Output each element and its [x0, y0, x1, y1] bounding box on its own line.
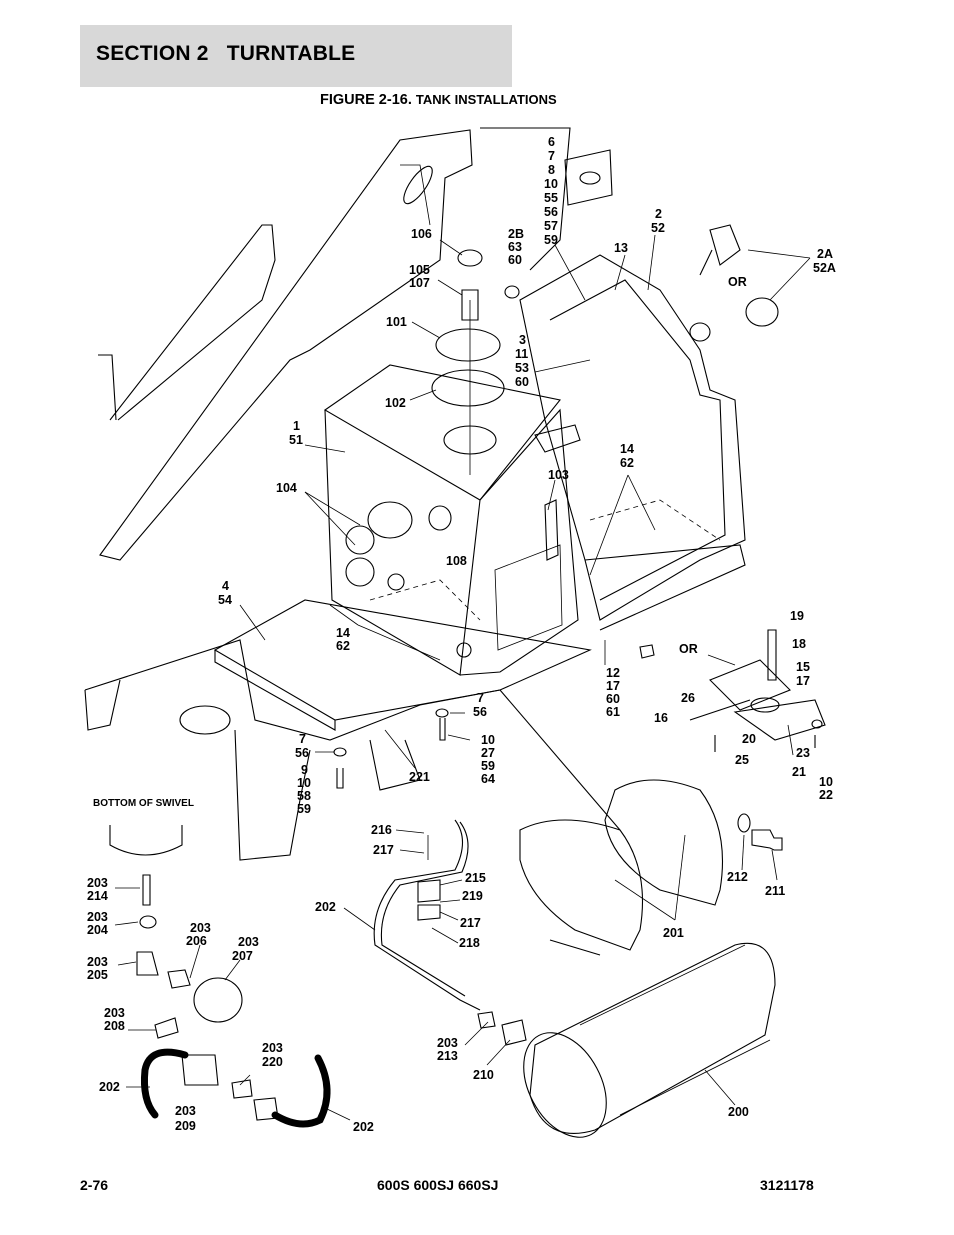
callout-203-220: 203 220	[262, 1041, 286, 1069]
callout-13: 13	[614, 241, 628, 255]
callout-202-hose-right: 202	[353, 1120, 374, 1134]
callout-217-upper: 217	[373, 843, 394, 857]
strap-bolt	[737, 813, 783, 851]
callout-2b-63-60: 2B 63 60	[508, 227, 527, 267]
callout-20: 20	[742, 732, 756, 746]
callout-215: 215	[465, 871, 486, 885]
callout-104: 104	[276, 481, 297, 495]
callout-21: 21	[792, 765, 806, 779]
callout-203-207: 203 207	[232, 935, 262, 963]
callout-18: 18	[792, 637, 806, 651]
callout-203-209: 203 209	[175, 1104, 199, 1133]
callout-101: 101	[386, 315, 407, 329]
hydraulic-tank	[323, 364, 579, 676]
callout-108: 108	[446, 554, 467, 568]
switch-assembly	[639, 629, 826, 752]
callout-106: 106	[411, 227, 432, 241]
callout-labels: 6 7 8 10 55 56 57 59 2 52 2A 52A OR 106 …	[87, 135, 836, 1134]
callout-10-22: 10 22	[819, 775, 836, 802]
callout-19: 19	[790, 609, 804, 623]
callout-12-17-60-61: 12 17 60 61	[606, 666, 623, 719]
callout-103: 103	[548, 468, 569, 482]
callout-7-56-lower: 7 56	[295, 732, 309, 760]
section-title: SECTION 2 TURNTABLE	[96, 42, 356, 65]
figure-caption: TANK INSTALLATIONS	[415, 92, 557, 107]
callout-217-lower: 217	[460, 916, 481, 930]
tank-straps	[519, 779, 724, 956]
callout-203-213: 203 213	[437, 1036, 461, 1063]
callout-201: 201	[663, 926, 684, 940]
callout-14-62-tank: 14 62	[620, 442, 637, 470]
callout-6-59: 6 7 8 10 55 56 57 59	[544, 135, 561, 247]
callout-210: 210	[473, 1068, 494, 1082]
callout-211: 211	[765, 884, 785, 898]
callout-219: 219	[462, 889, 483, 903]
callout-23: 23	[796, 746, 810, 760]
callout-2a-52a: 2A 52A	[813, 247, 836, 275]
callout-216: 216	[371, 823, 392, 837]
callout-203-205: 203 205	[87, 955, 111, 982]
callout-7-56-upper: 7 56	[473, 691, 487, 719]
callout-203-204: 203 204	[87, 910, 111, 937]
callout-1-51: 1 51	[289, 419, 303, 447]
footer-page-number: 2-76	[80, 1177, 109, 1193]
footer-doc-number: 3121178	[760, 1177, 814, 1193]
lp-tank	[523, 942, 776, 1138]
callout-14-62-base: 14 62	[336, 626, 353, 653]
section-header-bar: SECTION 2 TURNTABLE	[80, 25, 512, 87]
callout-4-54: 4 54	[218, 579, 232, 607]
mounting-bracket	[564, 149, 613, 206]
callout-or-switch: OR	[679, 642, 698, 656]
callout-200: 200	[728, 1105, 749, 1119]
callout-10-27-59-64: 10 27 59 64	[481, 733, 498, 786]
callout-15-17: 15 17	[796, 660, 813, 688]
callout-202-tube: 202	[315, 900, 336, 914]
callout-bottom-of-swivel: BOTTOM OF SWIVEL	[93, 798, 194, 809]
footer-models: 600S 600SJ 660SJ	[377, 1177, 499, 1193]
sight-gauge	[534, 424, 581, 561]
figure-title: FIGURE 2-16. TANK INSTALLATIONS	[320, 92, 557, 108]
callout-or-cap: OR	[728, 275, 747, 289]
turntable-base	[84, 599, 621, 861]
swivel-fittings	[109, 825, 331, 1128]
frame-outline	[98, 127, 571, 561]
callout-3-11-53-60: 3 11 53 60	[515, 333, 532, 389]
callout-25: 25	[735, 753, 749, 767]
callout-212: 212	[727, 870, 748, 884]
fuel-tank	[519, 254, 746, 631]
callout-203-208: 203 208	[104, 1006, 128, 1033]
fuel-cap	[699, 224, 811, 327]
callout-9-10-58-59: 9 10 58 59	[297, 763, 314, 816]
fuel-line	[373, 819, 527, 1046]
callout-221: 221	[409, 770, 430, 784]
callout-2-52: 2 52	[651, 207, 665, 235]
filler-assembly	[431, 249, 520, 475]
callout-202-hose-left: 202	[99, 1080, 120, 1094]
callout-203-206: 203 206	[186, 921, 214, 948]
leader-lines	[114, 234, 794, 1121]
callout-26: 26	[681, 691, 695, 705]
callout-102: 102	[385, 396, 406, 410]
callout-105-107: 105 107	[409, 263, 433, 290]
callout-203-214: 203 214	[87, 876, 111, 903]
base-fasteners	[333, 708, 449, 789]
figure-number: FIGURE 2-16.	[320, 92, 412, 108]
callout-16: 16	[654, 711, 668, 725]
callout-218: 218	[459, 936, 480, 950]
